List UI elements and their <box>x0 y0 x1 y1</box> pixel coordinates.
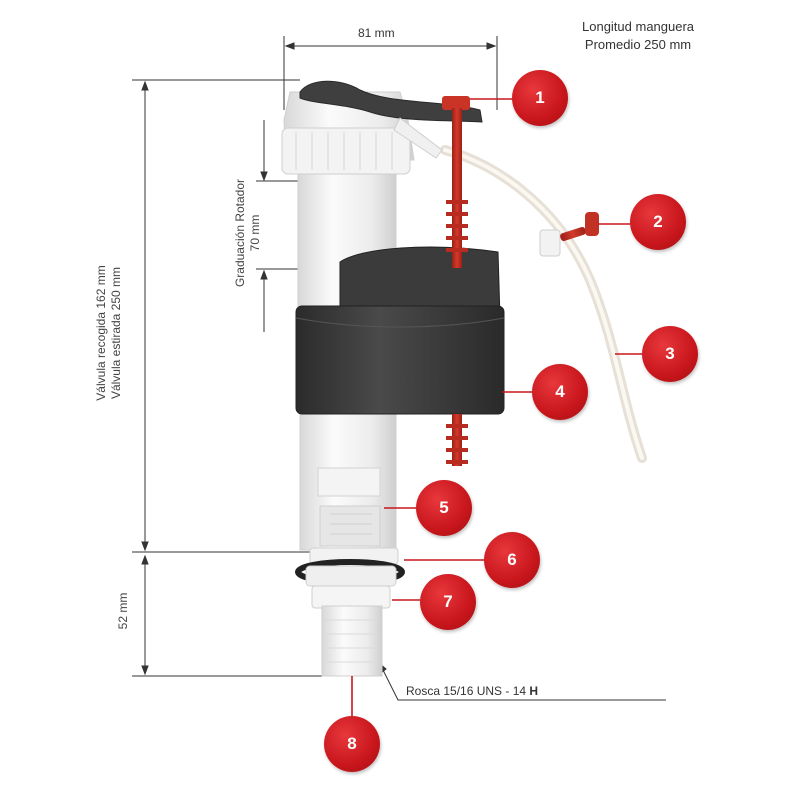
callout-4: 4 <box>532 364 588 420</box>
callout-7: 7 <box>420 574 476 630</box>
adjustment-rod <box>442 96 470 466</box>
callout-3: 3 <box>642 326 698 382</box>
hose-length-line1: Longitud manguera <box>582 19 695 34</box>
threaded-inlet <box>321 605 383 677</box>
rotator-label-line1: Graduación Rotador <box>233 178 247 288</box>
thread-spec-bold: H <box>529 684 539 698</box>
thread-spec-text: Rosca 15/16 UNS - 14 <box>406 684 530 698</box>
hose-length-note: Longitud manguera Promedio 250 mm <box>582 18 694 54</box>
rotator-label-line2: 70 mm <box>248 214 262 252</box>
hose-length-line2: Promedio 250 mm <box>584 37 692 52</box>
hose-adjuster <box>560 226 586 242</box>
callout-6: 6 <box>484 532 540 588</box>
base-nut <box>311 585 391 609</box>
valve-label-line1: Válvula recogida 162 mm <box>94 265 108 401</box>
callout-8: 8 <box>324 716 380 772</box>
base-height-label: 52 mm <box>116 592 130 630</box>
valve-lever <box>299 80 483 123</box>
width-dimension-label: 81 mm <box>358 26 395 40</box>
callout-1: 1 <box>512 70 568 126</box>
callout-2: 2 <box>630 194 686 250</box>
dimension-lines <box>132 36 666 701</box>
thread-spec-label: Rosca 15/16 UNS - 14 H <box>406 684 538 698</box>
callout-5: 5 <box>416 480 472 536</box>
valve-label-line2: Válvula estirada 250 mm <box>109 266 123 400</box>
rotator-graduation-label: Graduación Rotador 70 mm <box>233 153 263 313</box>
valve-length-label: Válvula recogida 162 mm Válvula estirada… <box>94 218 124 448</box>
